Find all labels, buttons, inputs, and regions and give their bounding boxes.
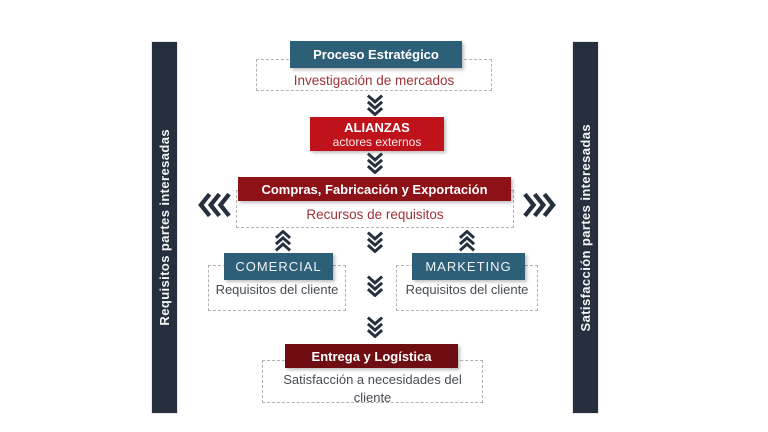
right-bar-label: Satisfacción partes interesadas [578,123,593,332]
chevron-down-icon [366,316,384,338]
strategic-detail-label: Investigación de mercados [293,73,455,88]
chevron-up-icon [458,230,476,252]
left-requirements-bar: Requisitos partes interesadas [152,42,177,413]
comercial-detail-label: Requisitos del cliente [215,282,339,297]
marketing-box: MARKETING [412,253,525,280]
alianzas-subtitle: actores externos [332,134,422,149]
compras-detail-label: Recursos de requisitos [306,207,444,222]
chevron-down-icon [366,231,384,253]
comercial-box: COMERCIAL [224,253,333,280]
right-satisfaction-bar: Satisfacción partes interesadas [573,42,598,413]
chevron-left-icon [198,192,231,218]
entrega-title: Entrega y Logística [311,348,432,364]
marketing-detail-label: Requisitos del cliente [405,282,529,297]
chevron-down-icon [366,152,384,174]
marketing-title: MARKETING [425,259,512,274]
chevron-down-icon [366,94,384,116]
chevron-right-icon [523,192,556,218]
alianzas-title: ALIANZAS [344,119,410,135]
strategic-title: Proceso Estratégico [313,47,439,62]
compras-box: Compras, Fabricación y Exportación [238,177,511,201]
comercial-title: COMERCIAL [235,259,322,274]
strategic-process-box: Proceso Estratégico [290,41,462,68]
compras-title: Compras, Fabricación y Exportación [261,181,488,197]
entrega-box: Entrega y Logística [285,344,458,368]
left-bar-label: Requisitos partes interesadas [157,129,172,326]
entrega-detail-label: Satisfacción a necesidades del cliente [283,372,462,405]
chevron-up-icon [274,230,292,252]
chevron-down-icon [366,275,384,297]
alianzas-box: ALIANZAS actores externos [310,117,444,151]
